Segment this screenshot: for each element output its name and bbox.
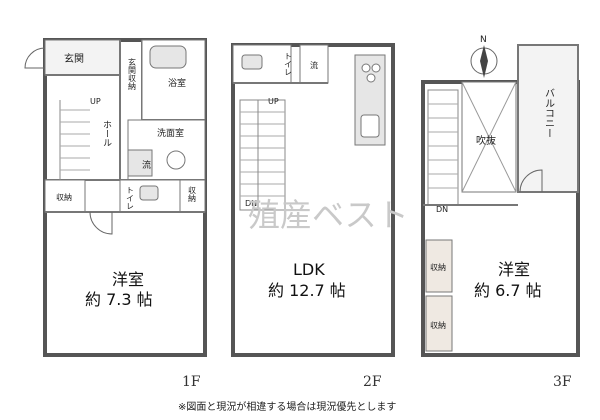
genkan-door [24, 47, 46, 69]
compass-north-label: N [480, 35, 487, 45]
stove-burner [366, 73, 376, 83]
watermark: 殖産ベスト [248, 196, 409, 234]
genkan-label: 玄関 [64, 52, 84, 65]
bathtub [149, 45, 187, 69]
2f-stair-down-label: DN [245, 199, 257, 208]
floor-label-3f: 3F [553, 374, 572, 390]
3f-western-room-size: 約 6.7 帖 [474, 281, 542, 300]
1f-western-room-size: 約 7.3 帖 [85, 290, 153, 309]
washing-machine-space [127, 149, 153, 177]
3f-stairs [427, 89, 459, 206]
void-cross [461, 81, 517, 193]
1f-stair-up-label: UP [90, 97, 101, 106]
storage-right-area [179, 179, 206, 213]
western-room-door [89, 211, 113, 235]
storage-lower-area [425, 295, 453, 352]
3f-western-room-label: 洋室 [498, 260, 530, 279]
2f-toilet-fixture [241, 54, 263, 70]
genkan-storage-label: 玄関収納 [128, 57, 137, 91]
balcony-label: バルコニー [543, 88, 555, 138]
stove-burner [361, 63, 371, 73]
void-label: 吹抜 [476, 134, 496, 147]
storage-left-label: 収納 [56, 192, 72, 202]
2f-sink-label: 流 [310, 60, 318, 70]
floor-label-2f: 2F [363, 374, 382, 390]
balcony-area [517, 44, 579, 193]
storage-right-label: 収納 [188, 185, 197, 203]
1f-toilet-label: トイレ [126, 186, 135, 210]
ldk-size: 約 12.7 帖 [268, 281, 346, 300]
ldk-label: LDK [293, 260, 325, 279]
1f-sink-label: 流 [142, 159, 151, 171]
storage-upper-area [425, 239, 453, 293]
toilet-fixture [139, 185, 159, 201]
kitchen-sink [360, 114, 380, 138]
compass: N [470, 35, 498, 78]
wash-basin [166, 150, 186, 170]
1f-western-room-label: 洋室 [112, 270, 144, 289]
floor-1f: 玄関 玄関収納 浴室 UP ホール 洗面室 流 トイレ 収納 収納 洋室 約 7… [24, 38, 207, 390]
stove-burner [371, 63, 381, 73]
2f-stair-up-label: UP [268, 97, 279, 106]
disclaimer-note: ※図面と現況が相違する場合は現況優先とします [178, 400, 396, 413]
washroom-label: 洗面室 [157, 127, 184, 139]
1f-stairs [59, 100, 90, 180]
floor-3f: 吹抜 バルコニー DN 収納 収納 洋室 約 6.7 帖 3F [421, 44, 580, 390]
compass-needle-icon [480, 45, 488, 78]
floor-label-1f: 1F [182, 374, 201, 390]
storage-upper-label: 収納 [430, 262, 446, 272]
hall-label: ホール [101, 120, 112, 147]
floor-2f: トイレ 流 UP DN LDK 約 12.7 帖 2F [231, 43, 395, 390]
storage-lower-label: 収納 [430, 320, 446, 330]
2f-toilet-label: トイレ [284, 52, 293, 76]
bathroom-label: 浴室 [168, 77, 186, 89]
balcony-door [519, 169, 543, 193]
2f-stairs [239, 99, 286, 211]
3f-stair-down-label: DN [436, 205, 448, 214]
